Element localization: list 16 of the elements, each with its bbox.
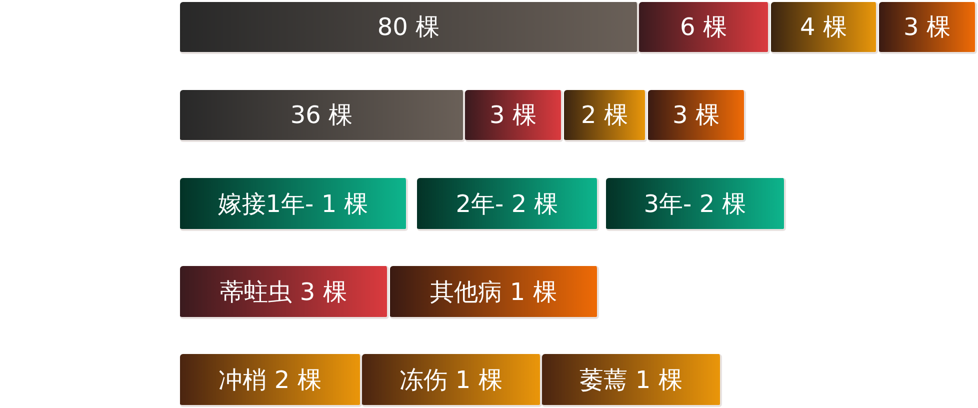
count-bar: 6 棵	[639, 2, 770, 54]
count-bar: 3 棵	[879, 2, 977, 54]
count-bar: 4 棵	[771, 2, 878, 54]
count-bar: 2 棵	[564, 90, 647, 142]
count-bar: 冻伤 1 棵	[362, 354, 542, 407]
count-bar: 3年- 2 棵	[606, 178, 786, 231]
count-bar: 嫁接1年- 1 棵	[180, 178, 408, 231]
count-bar: 萎蔫 1 棵	[542, 354, 722, 407]
count-bar: 3 棵	[465, 90, 563, 142]
count-bar: 冲梢 2 棵	[180, 354, 362, 407]
count-bar: 36 棵	[180, 90, 465, 142]
count-bar: 2年- 2 棵	[417, 178, 599, 231]
count-bar: 80 棵	[180, 2, 639, 54]
count-bar: 其他病 1 棵	[390, 266, 599, 319]
count-bar: 蒂蛀虫 3 棵	[180, 266, 389, 319]
count-bar: 3 棵	[648, 90, 746, 142]
